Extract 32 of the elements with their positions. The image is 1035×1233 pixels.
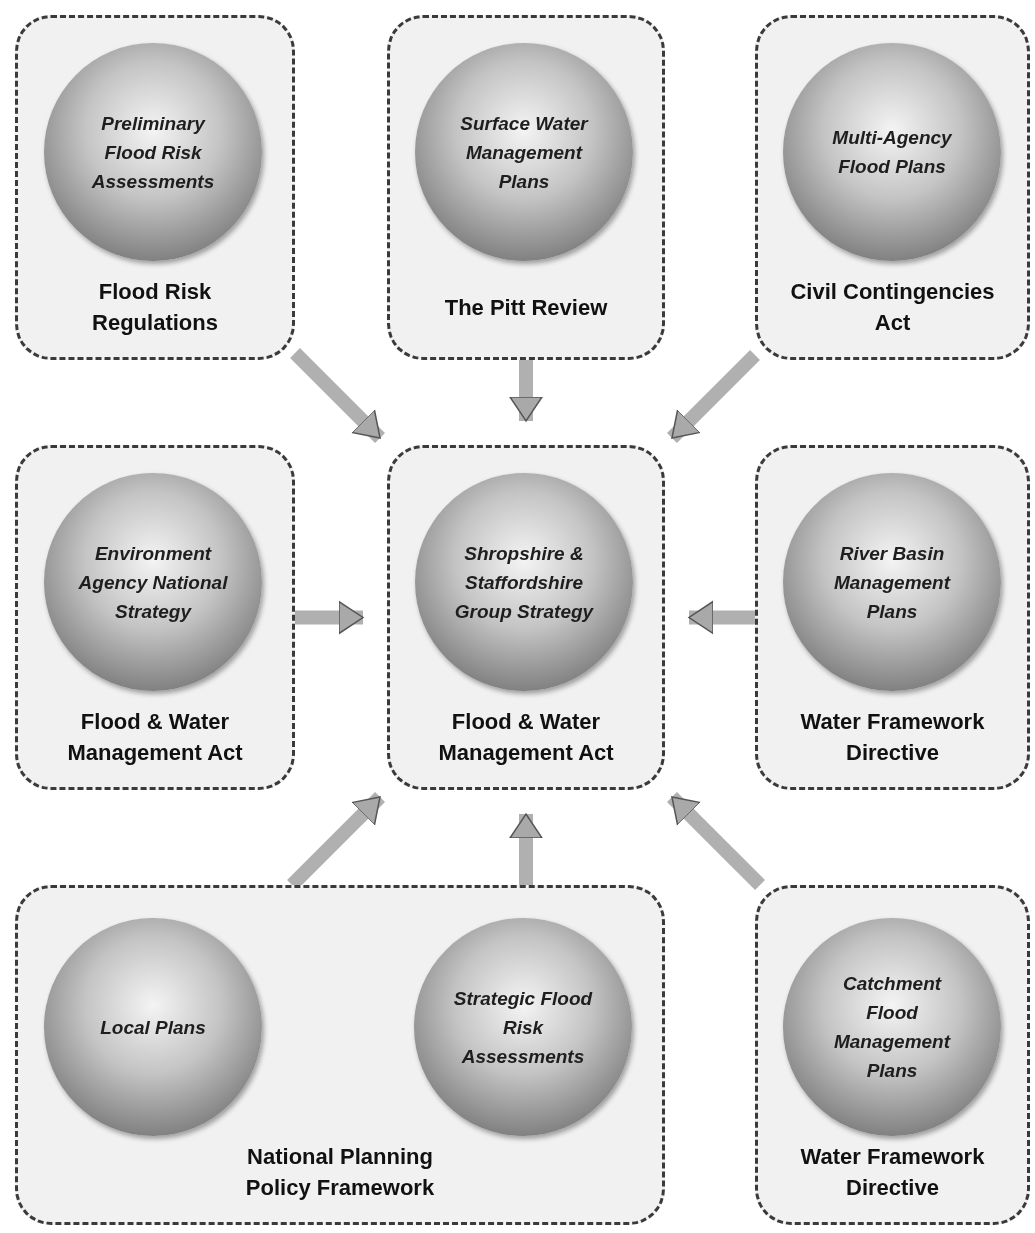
circle-label: River Basin Management Plans xyxy=(832,541,952,624)
block-arrow xyxy=(509,360,543,422)
circle-label: Environment Agency National Strategy xyxy=(78,541,228,624)
box-heading: Flood & Water Management Act xyxy=(437,708,615,767)
circle-label: Strategic Flood Risk Assessments xyxy=(452,986,594,1069)
block-arrow xyxy=(509,813,543,885)
circle-label: Preliminary Flood Risk Assessments xyxy=(90,111,216,194)
box-heading: Flood & Water Management Act xyxy=(66,708,244,767)
dashed-rounded-box xyxy=(15,885,665,1225)
dashed-rounded-box xyxy=(387,15,665,360)
block-arrow xyxy=(667,350,760,443)
dashed-rounded-box xyxy=(15,15,295,360)
dashed-rounded-box xyxy=(15,445,295,790)
circle-label: Catchment Flood Management Plans xyxy=(832,972,952,1083)
block-arrow xyxy=(295,600,364,635)
circle-label: Surface Water Management Plans xyxy=(459,111,590,194)
box-heading: The Pitt Review xyxy=(444,293,608,322)
dashed-rounded-box xyxy=(755,15,1030,360)
box-heading: Civil Contingencies Act xyxy=(789,278,996,337)
block-arrow xyxy=(290,348,385,443)
box-heading: Water Framework Directive xyxy=(799,1143,986,1202)
dashed-rounded-box xyxy=(755,445,1030,790)
box-heading: Water Framework Directive xyxy=(799,708,986,767)
circle-label: Multi-Agency Flood Plans xyxy=(831,126,953,179)
circle-label: Local Plans xyxy=(99,1015,207,1040)
circle-label: Shropshire & Staffordshire Group Strategy xyxy=(453,541,595,624)
box-heading: National Planning Policy Framework xyxy=(244,1143,436,1202)
dashed-rounded-box xyxy=(387,445,665,790)
block-arrow xyxy=(688,600,755,635)
box-heading: Flood Risk Regulations xyxy=(91,278,219,337)
block-arrow xyxy=(667,792,765,890)
dashed-rounded-box xyxy=(755,885,1030,1225)
